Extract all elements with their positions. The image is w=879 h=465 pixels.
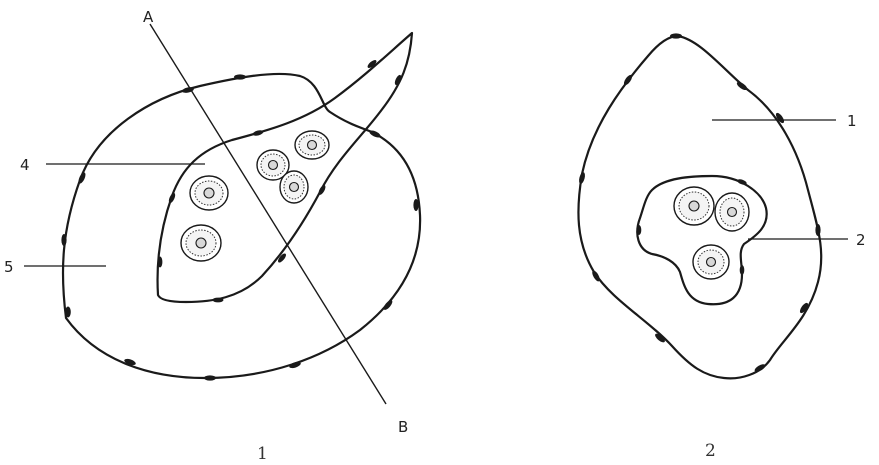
lumen-nucleus <box>740 265 745 275</box>
blood-cell <box>674 187 714 225</box>
blood-cell <box>693 245 729 279</box>
lumen-nucleus <box>158 257 163 268</box>
label-2: 2 <box>856 231 866 249</box>
section-line-start-label: A <box>143 8 154 26</box>
figure-2: 1 2 2 <box>578 33 866 461</box>
section-line-ab <box>150 24 386 404</box>
lumen-nucleus <box>213 298 224 303</box>
wall-nucleus <box>61 234 66 246</box>
figure-1: A B 4 5 1 <box>4 8 420 464</box>
figure-1-caption: 1 <box>257 444 268 464</box>
wall-nucleus <box>234 74 246 79</box>
figure-2-caption: 2 <box>705 441 716 461</box>
blood-cell <box>280 171 308 203</box>
wall-nucleus <box>65 307 71 318</box>
figure-1-outer-wall <box>63 74 420 378</box>
label-5: 5 <box>4 258 14 276</box>
wall-nucleus <box>815 224 820 236</box>
figure-2-blood-cells <box>674 187 749 279</box>
lumen-nucleus <box>637 225 642 235</box>
blood-cell <box>190 176 228 210</box>
blood-cell <box>295 131 329 159</box>
figure-1-wall-nuclei <box>61 74 418 380</box>
wall-nucleus <box>413 199 418 211</box>
figure-1-blood-cells <box>181 131 329 261</box>
blood-cell <box>181 225 221 261</box>
wall-nucleus <box>670 33 682 38</box>
lumen-nucleus <box>252 129 264 136</box>
label-1: 1 <box>847 112 857 130</box>
section-line-end-label: B <box>398 418 408 436</box>
wall-nucleus <box>204 375 216 380</box>
label-4: 4 <box>20 156 30 174</box>
blood-cell <box>715 193 749 231</box>
wall-nucleus <box>578 172 586 185</box>
